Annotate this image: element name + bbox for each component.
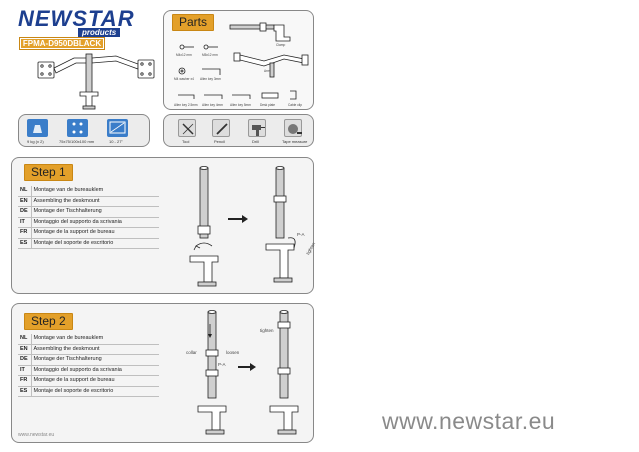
pole-and-clamp [79,53,99,110]
step2-illustration [197,310,299,435]
spec-label: 75x75/100x100 mm [59,139,95,144]
screen-size-icon [107,119,128,137]
footer-url-small[interactable]: www.newstar.eu [18,432,55,438]
pole-with-clamp-after [265,166,296,283]
annotation-collar: collar [186,350,197,355]
part-label: M4x12 mm [176,53,192,57]
annotation-pa: P-A [218,362,226,367]
tool-label: Tool [182,139,190,144]
part-label: Allen key 2.5mm [174,103,198,107]
part-label: Desk plate [260,103,276,107]
pole-part-icon [229,22,275,32]
part-label: Allen key 4mm [202,103,223,107]
specs-panel: 9 kg (x 2) 75x75/100x100 mm 10 - 27" [18,114,150,147]
screwdriver-icon [178,119,196,137]
website-url[interactable]: www.newstar.eu [382,408,556,434]
tool-label: Tape measure [282,139,308,144]
part-label: M4 washer x4 [174,77,194,81]
step1-illustration [189,166,296,287]
tool-label: Drill [252,139,259,144]
tool-label: Pencil [214,139,225,144]
step2-title: Step 2 [24,313,73,330]
parts-drawings [178,22,309,100]
pencil-icon [212,119,230,137]
allen-key-icon [204,94,223,99]
washer-icon [178,67,186,75]
arrow-right-icon [228,215,248,223]
model-badge: FPMA-D950DBLACK [19,37,105,50]
arrow-right-icon [238,363,256,371]
pole-collar-before [197,310,227,435]
weight-icon [27,119,48,137]
spec-label: 9 kg (x 2) [27,139,44,144]
part-label: M5x12 mm [202,53,218,57]
clamp-part-icon [273,24,291,42]
part-label: Arm [264,69,270,73]
tools-panel: Tool Pencil Drill Tape measure [163,114,314,147]
brand-name: NEWSTAR [18,6,135,31]
allen-key-icon [232,94,251,99]
dual-arm-part-icon [233,52,309,78]
monitor-plate-right [137,59,155,79]
tape-measure-icon [284,119,302,137]
vesa-icon [67,119,88,137]
allen-key-icon [202,68,221,75]
desk-plate-icon [261,92,279,99]
step1-title: Step 1 [24,164,73,181]
pole-collar-after [269,310,299,435]
brand-sub: products [78,28,121,37]
drill-icon [248,119,266,137]
parts-panel: Parts [163,10,314,110]
part-label: Allen key 5mm [230,103,251,107]
annotation-tighten: tighten [260,328,274,333]
parts-title: Parts [172,14,215,31]
monitor-plate-left [37,61,55,79]
arm-right [91,55,139,70]
annotation-pa: P-A [297,232,305,237]
spec-label: 10 - 27" [109,139,123,144]
pole-with-clamp-before [189,166,219,287]
cable-clip-icon [290,90,297,100]
part-label: Allen key 3mm [200,77,221,81]
screw-icon [179,44,194,50]
annotation-loosen: loosen [226,350,240,355]
product-drawing [37,53,155,110]
part-label: Clamp [276,43,286,47]
part-label: Cable clip [288,103,302,107]
newstar-logo: NEWSTAR products [18,6,135,38]
allen-key-icon [178,94,195,99]
screw-icon [203,44,218,50]
